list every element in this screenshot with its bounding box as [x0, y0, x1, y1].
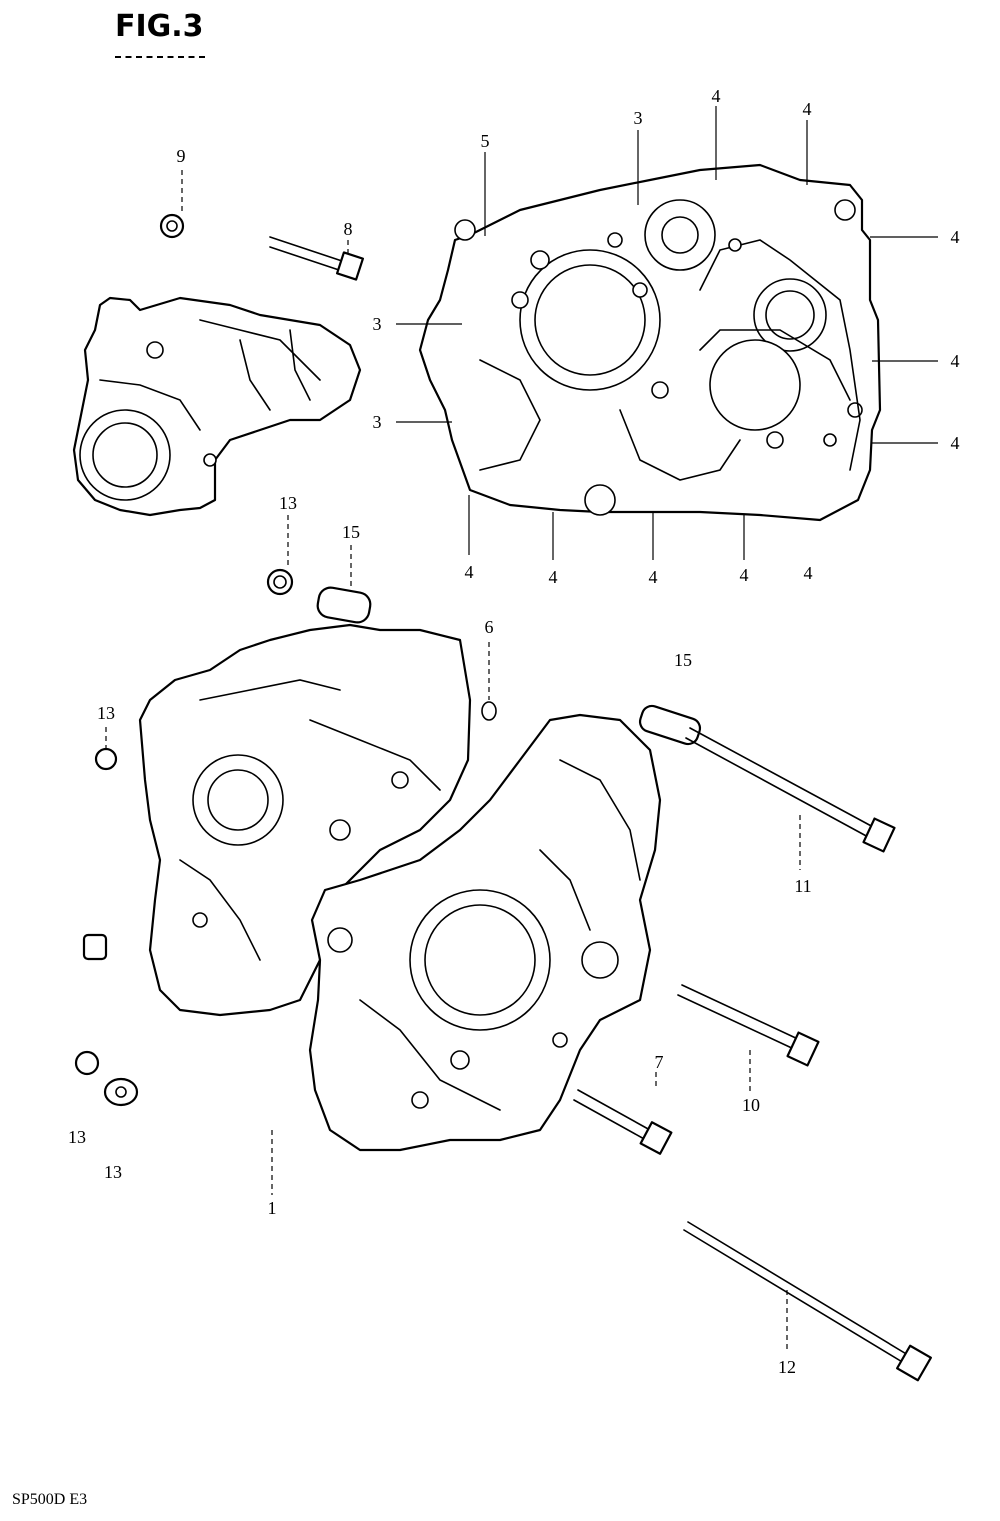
gearbox-housing [72, 296, 362, 517]
figure-title: FIG.3 [115, 9, 204, 44]
callout-15: 15 [342, 522, 360, 542]
callout-5: 5 [480, 131, 490, 151]
crankcase-right-half [308, 713, 662, 1152]
callout-4: 4 [950, 227, 960, 247]
callout-4: 4 [950, 433, 960, 453]
bolt-8 [269, 236, 365, 281]
dowel-13-top [266, 568, 294, 596]
callout-12: 12 [778, 1357, 796, 1377]
washer-13-lower [103, 1077, 139, 1107]
bolt-10 [677, 984, 820, 1067]
pipe-15-top [316, 586, 372, 624]
callout-4: 4 [464, 562, 474, 582]
callout-4: 4 [803, 563, 813, 583]
bolt-11 [638, 704, 896, 853]
callout-11: 11 [794, 876, 812, 896]
callout-1: 1 [267, 1198, 277, 1218]
crankcase-left-half [138, 623, 472, 1017]
callout-4: 4 [802, 99, 812, 119]
callout-3: 3 [372, 412, 382, 432]
bolt-7 [573, 1089, 673, 1155]
callout-3: 3 [633, 108, 643, 128]
callout-13: 13 [68, 1127, 86, 1147]
callout-6: 6 [484, 617, 494, 637]
callout-4: 4 [739, 565, 749, 585]
callout-15: 15 [674, 650, 692, 670]
callout-7: 7 [654, 1052, 664, 1072]
dowel-13-lower-a [82, 933, 108, 961]
dowel-13-lower-b [74, 1050, 100, 1076]
callout-9: 9 [176, 146, 186, 166]
nut-9 [159, 213, 185, 239]
crankcase-cover-right [418, 163, 882, 522]
callout-4: 4 [648, 567, 658, 587]
callout-13: 13 [97, 703, 115, 723]
callout-8: 8 [343, 219, 353, 239]
callout-3: 3 [372, 314, 382, 334]
o-ring-6 [481, 701, 497, 721]
title-underline [115, 56, 205, 58]
callout-4: 4 [548, 567, 558, 587]
bolt-12 [683, 1221, 932, 1382]
diagram-code: SP500D E3 [12, 1491, 88, 1508]
callout-13: 13 [104, 1162, 122, 1182]
dowel-13-left [94, 747, 118, 771]
leader-lines [105, 106, 938, 1350]
callout-10: 10 [742, 1095, 760, 1115]
callout-4: 4 [950, 351, 960, 371]
callout-4: 4 [711, 86, 721, 106]
callout-13: 13 [279, 493, 297, 513]
